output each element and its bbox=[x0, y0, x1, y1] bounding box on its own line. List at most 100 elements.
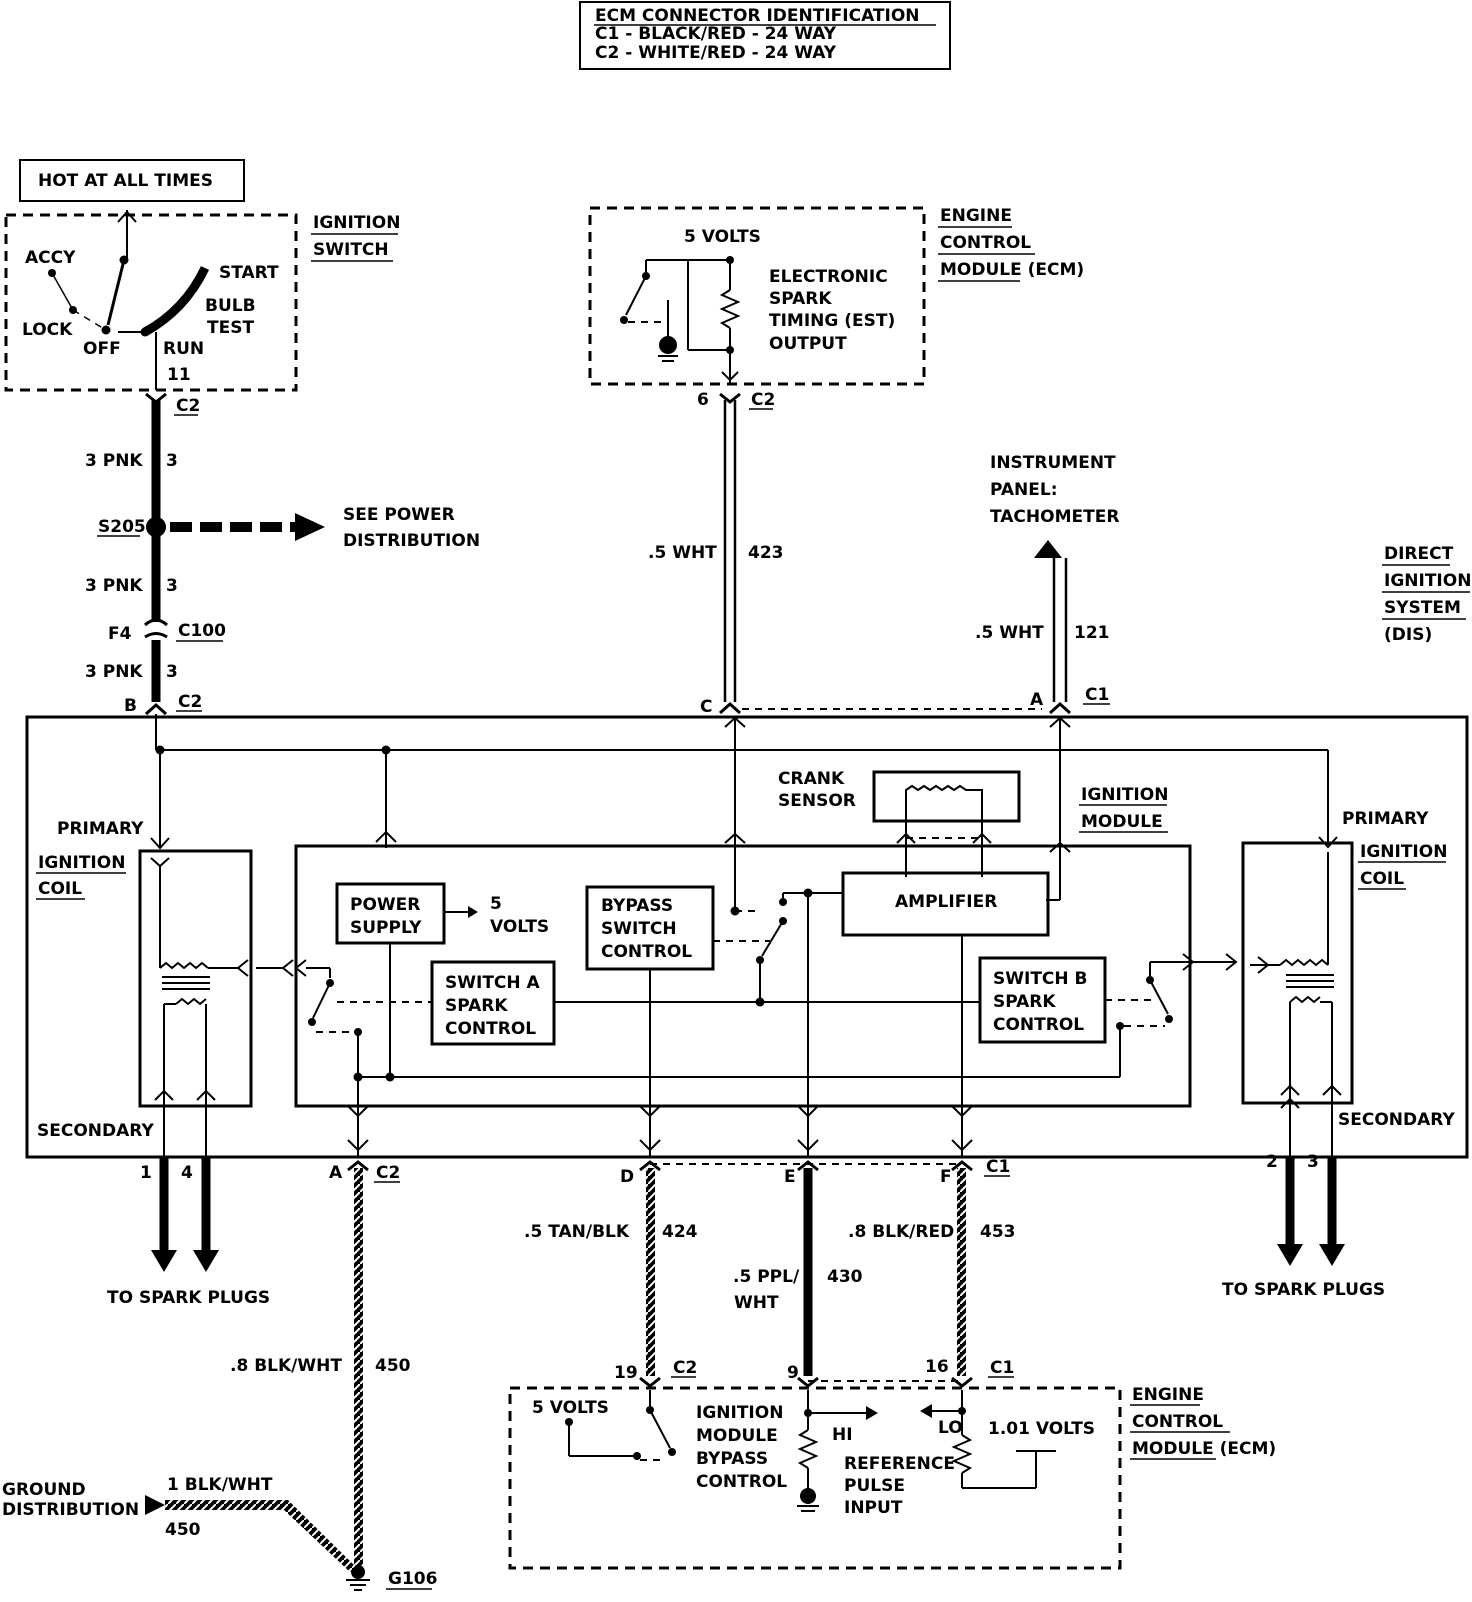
ecm-top-5volts: 5 VOLTS bbox=[684, 227, 761, 247]
ground-wire-450: A C2 .8 BLK/WHT 450 G106 GROUND DISTRIBU… bbox=[2, 1160, 437, 1591]
s205-label: S205 bbox=[98, 517, 146, 537]
pin-f-conn-c1: C1 bbox=[986, 1157, 1010, 1177]
power-supply-label-1: POWER bbox=[350, 895, 420, 915]
pnk-circuit-2: 3 bbox=[166, 576, 178, 596]
est-label-2: SPARK bbox=[769, 289, 832, 309]
left-coil-label: COIL bbox=[38, 879, 82, 899]
est-label-1: ELECTRONIC bbox=[769, 267, 888, 287]
bypass-label-3: CONTROL bbox=[601, 942, 692, 962]
switch-conn-c2: C2 bbox=[176, 396, 200, 416]
dis-title-1: DIRECT bbox=[1384, 544, 1454, 564]
test-label: TEST bbox=[207, 318, 254, 338]
switch-pin-11: 11 bbox=[167, 365, 191, 385]
c100-label: C100 bbox=[178, 621, 226, 641]
dis-title-2: IGNITION bbox=[1384, 571, 1471, 591]
off-label: OFF bbox=[83, 339, 121, 359]
right-secondary-label: SECONDARY bbox=[1338, 1110, 1455, 1130]
w430-color: WHT bbox=[734, 1293, 779, 1313]
ignition-module-label-1: IGNITION bbox=[1081, 785, 1168, 805]
f4-label: F4 bbox=[108, 624, 132, 644]
ref-label-3: INPUT bbox=[844, 1498, 903, 1518]
amplifier-label: AMPLIFIER bbox=[895, 892, 997, 912]
left-ignition-label: IGNITION bbox=[38, 853, 125, 873]
pin-a-bottom-label: A bbox=[329, 1163, 343, 1183]
ecm-signal-wires: D E F C1 .5 TAN/BLK 424 .5 PPL/ WHT 430 … bbox=[524, 1157, 1016, 1388]
start-label: START bbox=[219, 263, 279, 283]
w430-circuit: 430 bbox=[827, 1267, 863, 1287]
spark-pin-1: 1 bbox=[140, 1163, 152, 1183]
ecm-pin-16: 16 bbox=[925, 1357, 949, 1377]
pin-a-bottom-conn: C2 bbox=[376, 1163, 400, 1183]
wht-423-gauge: .5 WHT bbox=[648, 543, 717, 563]
hot-label: HOT AT ALL TIMES bbox=[38, 171, 213, 191]
right-primary-label: PRIMARY bbox=[1342, 809, 1429, 829]
power-supply-label-2: SUPPLY bbox=[350, 918, 422, 938]
wht-423-wire: .5 WHT 423 C bbox=[648, 392, 1042, 717]
power-supply-volts: VOLTS bbox=[490, 917, 549, 937]
ref-label-2: PULSE bbox=[844, 1476, 905, 1496]
spark-pin-4: 4 bbox=[181, 1163, 193, 1183]
spark-plugs-right-label: TO SPARK PLUGS bbox=[1222, 1280, 1385, 1300]
spark-plug-wires: 1 4 TO SPARK PLUGS 2 3 TO SPARK PLUGS bbox=[107, 1152, 1385, 1308]
pin-a-conn-c1: C1 bbox=[1085, 685, 1109, 705]
dis-title-4: (DIS) bbox=[1384, 625, 1432, 645]
pin-a-top-label: A bbox=[1030, 690, 1044, 710]
v101-label: 1.01 VOLTS bbox=[988, 1419, 1095, 1439]
pnk-wire-label-2: 3 PNK bbox=[85, 576, 143, 596]
left-secondary-label: SECONDARY bbox=[37, 1121, 154, 1141]
w453-gauge: .8 BLK/RED bbox=[848, 1222, 954, 1242]
legend-title: ECM CONNECTOR IDENTIFICATION bbox=[595, 6, 920, 26]
pnk-circuit-3: 3 bbox=[166, 662, 178, 682]
lock-label: LOCK bbox=[22, 320, 73, 340]
accy-label: ACCY bbox=[25, 248, 76, 268]
ground-wire-gauge: 1 BLK/WHT bbox=[167, 1475, 273, 1495]
crank-sensor-label-1: CRANK bbox=[778, 769, 845, 789]
ignition-switch-title2: SWITCH bbox=[313, 240, 389, 260]
pin-e-label: E bbox=[784, 1167, 796, 1187]
ecm-top-title1: ENGINE bbox=[940, 206, 1012, 226]
lo-label: LO bbox=[938, 1418, 963, 1438]
ecm-top-title2: CONTROL bbox=[940, 233, 1031, 253]
legend-c2: C2 - WHITE/RED - 24 WAY bbox=[595, 43, 837, 63]
ground-wire-circuit: 450 bbox=[165, 1520, 201, 1540]
hi-label: HI bbox=[832, 1425, 853, 1445]
run-label: RUN bbox=[163, 339, 204, 359]
bulb-label: BULB bbox=[205, 296, 256, 316]
dis-module: PRIMARY IGNITION COIL SECONDARY PRIMARY … bbox=[25, 714, 1469, 1159]
right-coil-label: COIL bbox=[1360, 869, 1404, 889]
switch-a-label-3: CONTROL bbox=[445, 1019, 536, 1039]
g106-label: G106 bbox=[388, 1569, 437, 1589]
dis-label: DIRECT IGNITION SYSTEM (DIS) bbox=[1382, 544, 1471, 645]
pin-f-label: F bbox=[940, 1167, 952, 1187]
hot-at-all-times-box: HOT AT ALL TIMES bbox=[19, 159, 245, 202]
connector-legend: ECM CONNECTOR IDENTIFICATION C1 - BLACK/… bbox=[579, 1, 951, 70]
legend-c1: C1 - BLACK/RED - 24 WAY bbox=[595, 24, 837, 44]
w450-gauge: .8 BLK/WHT bbox=[230, 1356, 342, 1376]
w424-gauge: .5 TAN/BLK bbox=[524, 1222, 630, 1242]
ecm-top-pin-6: 6 bbox=[697, 390, 709, 410]
pnk-circuit-1: 3 bbox=[166, 451, 178, 471]
est-label-3: TIMING (EST) bbox=[769, 311, 895, 331]
ecm-bottom-title1: ENGINE bbox=[1132, 1385, 1204, 1405]
est-label-4: OUTPUT bbox=[769, 334, 847, 354]
bypass-label-1: BYPASS bbox=[601, 896, 673, 916]
ignition-module-label-2: MODULE bbox=[1081, 812, 1163, 832]
ground-dist-label-2: DISTRIBUTION bbox=[2, 1500, 139, 1520]
imb-label-1: IGNITION bbox=[696, 1403, 783, 1423]
imb-label-3: BYPASS bbox=[696, 1449, 768, 1469]
pin-d-label: D bbox=[620, 1167, 634, 1187]
wht-423-circuit: 423 bbox=[748, 543, 784, 563]
switch-b-label-1: SWITCH B bbox=[993, 969, 1088, 989]
spark-plugs-left-label: TO SPARK PLUGS bbox=[107, 1288, 270, 1308]
switch-b-label-3: CONTROL bbox=[993, 1015, 1084, 1035]
power-supply-5: 5 bbox=[490, 894, 502, 914]
bypass-label-2: SWITCH bbox=[601, 919, 677, 939]
right-ignition-label: IGNITION bbox=[1360, 842, 1447, 862]
pnk-wire-label-1: 3 PNK bbox=[85, 451, 143, 471]
wht-121-circuit: 121 bbox=[1074, 623, 1110, 643]
w453-circuit: 453 bbox=[980, 1222, 1016, 1242]
wht-121-gauge: .5 WHT bbox=[975, 623, 1044, 643]
switch-a-label-2: SPARK bbox=[445, 996, 508, 1016]
instrument-label-2: PANEL: bbox=[990, 480, 1058, 500]
